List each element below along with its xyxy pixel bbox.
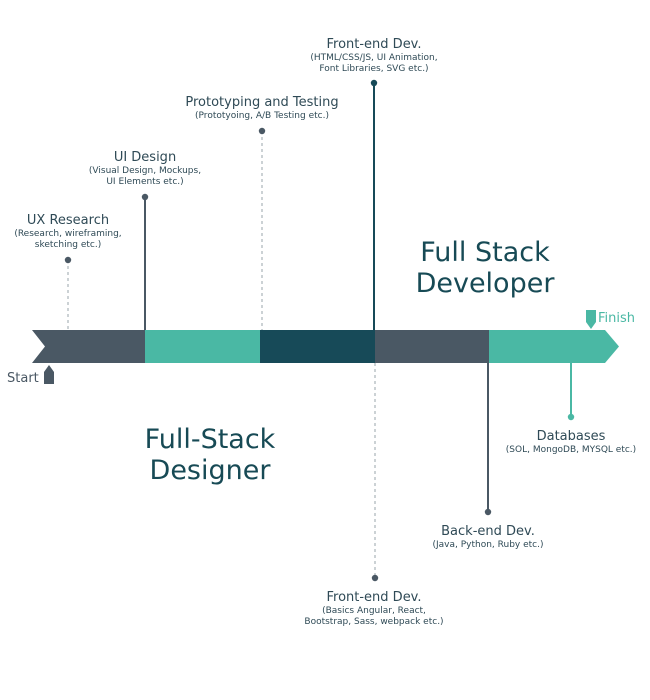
milestone-title: Front-end Dev. xyxy=(326,590,422,605)
milestone-title: Back-end Dev. xyxy=(441,524,535,539)
milestone-front-end-dev-top: Front-end Dev. (HTML/CSS/JS, UI Animatio… xyxy=(284,37,464,75)
milestone-title: UX Research xyxy=(26,213,110,228)
milestone-detail: (HTML/CSS/JS, UI Animation, xyxy=(310,53,438,63)
start-marker-icon xyxy=(44,365,54,384)
milestone-front-end-dev-bottom: Front-end Dev. (Basics Angular, React, B… xyxy=(284,590,464,628)
milestone-prototyping-testing: Prototyping and Testing (Prototyoing, A/… xyxy=(162,95,362,122)
milestone-detail: (Java, Python, Ruby etc.) xyxy=(432,540,544,550)
dot-front-end-bottom xyxy=(371,574,379,582)
milestone-detail: Bootstrap, Sass, webpack etc.) xyxy=(304,617,444,627)
bar-segment-5 xyxy=(489,330,619,363)
dot-front-end-top xyxy=(370,79,378,87)
heading-line: Full-Stack xyxy=(144,424,276,455)
milestone-databases: Databases (SOL, MongoDB, MYSQL etc.) xyxy=(492,429,650,456)
milestone-detail: (Prototyoing, A/B Testing etc.) xyxy=(195,111,329,121)
milestone-detail: (Basics Angular, React, xyxy=(322,606,426,616)
heading-full-stack-designer: Full-Stack Designer xyxy=(110,424,310,486)
milestone-detail: (SOL, MongoDB, MYSQL etc.) xyxy=(505,445,637,455)
bar-segment-2 xyxy=(145,330,260,363)
heading-line: Full Stack xyxy=(420,237,550,268)
dot-ui-design xyxy=(141,193,149,201)
milestone-ux-research: UX Research (Research, wireframing, sket… xyxy=(0,213,141,251)
milestone-detail: (Visual Design, Mockups, xyxy=(88,166,202,176)
dot-back-end xyxy=(484,508,492,516)
milestone-detail: UI Elements etc.) xyxy=(106,177,184,187)
milestone-title: Front-end Dev. xyxy=(326,37,422,52)
finish-marker-icon xyxy=(586,310,596,329)
milestone-title: Prototyping and Testing xyxy=(185,95,339,110)
milestone-detail: Font Libraries, SVG etc.) xyxy=(319,64,429,74)
milestone-detail: sketching etc.) xyxy=(34,240,102,250)
dot-prototyping xyxy=(258,127,266,135)
milestone-detail: (Research, wireframing, xyxy=(14,229,122,239)
bar-segment-1 xyxy=(32,330,145,363)
dot-databases xyxy=(567,413,575,421)
heading-full-stack-developer: Full Stack Developer xyxy=(385,237,585,299)
milestone-ui-design: UI Design (Visual Design, Mockups, UI El… xyxy=(70,150,220,188)
milestone-back-end-dev: Back-end Dev. (Java, Python, Ruby etc.) xyxy=(413,524,563,551)
dot-ux-research xyxy=(64,256,72,264)
heading-line: Designer xyxy=(149,455,271,486)
start-label: Start xyxy=(7,371,39,386)
milestone-title: Databases xyxy=(536,429,606,444)
heading-line: Developer xyxy=(415,268,555,299)
finish-label: Finish xyxy=(598,311,636,326)
milestone-title: UI Design xyxy=(113,150,177,165)
bar-segment-4 xyxy=(375,330,489,363)
bar-segment-3 xyxy=(260,330,375,363)
